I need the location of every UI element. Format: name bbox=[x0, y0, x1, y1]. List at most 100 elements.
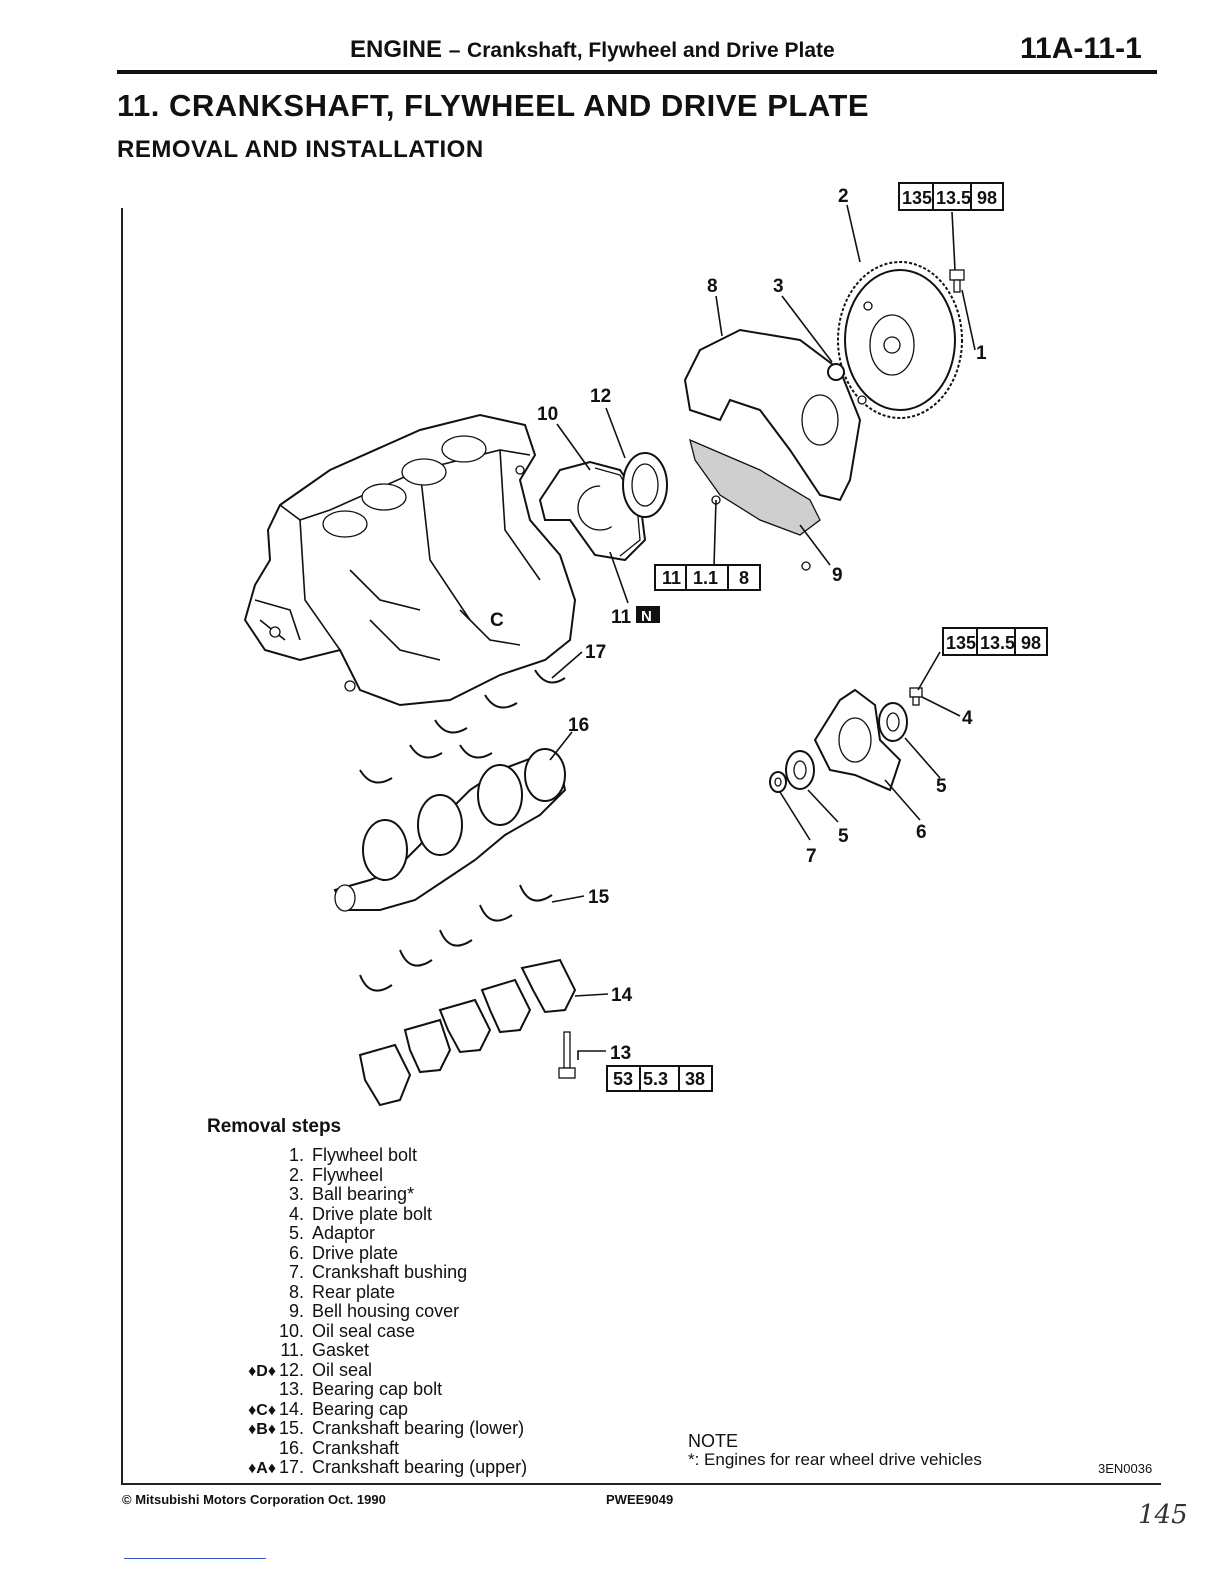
section-title: 11. CRANKSHAFT, FLYWHEEL AND DRIVE PLATE bbox=[117, 88, 870, 123]
step-text: Oil seal case bbox=[312, 1320, 416, 1341]
removal-step: 10. Oil seal case bbox=[200, 1321, 415, 1341]
handwritten-page-number: 145 bbox=[1138, 1500, 1188, 1530]
step-text: Bearing cap bbox=[312, 1398, 409, 1419]
header-rule bbox=[117, 70, 1157, 74]
step-mark: ♦C♦ bbox=[248, 1401, 276, 1419]
new-part-mark: N bbox=[641, 608, 652, 625]
drive-plate-bolt bbox=[909, 687, 923, 706]
step-number: 2. bbox=[288, 1164, 304, 1185]
step-number: 10. bbox=[278, 1320, 304, 1341]
step-text: Bell housing cover bbox=[312, 1301, 460, 1321]
step-text: Flywheel bbox=[312, 1164, 384, 1185]
callout-5b: 5 bbox=[838, 826, 849, 847]
torque-housing-nm: 11 bbox=[662, 568, 681, 588]
frame-left-rule bbox=[121, 208, 123, 1484]
step-text: Crankshaft bbox=[312, 1437, 400, 1458]
removal-step: 1. Flywheel bolt bbox=[200, 1145, 417, 1165]
step-mark: ♦B♦ bbox=[248, 1421, 276, 1438]
step-number: 16. bbox=[278, 1437, 304, 1458]
removal-step: 9. Bell housing cover bbox=[200, 1301, 459, 1321]
bearing-caps bbox=[358, 958, 577, 1107]
torque-driveplate-kgm: 13.5 bbox=[980, 633, 1015, 653]
flywheel bbox=[837, 261, 963, 419]
lower-bearings bbox=[359, 884, 553, 992]
flywheel-bolt bbox=[949, 269, 965, 293]
torque-housing-ftlb: 8 bbox=[739, 568, 749, 588]
step-mark: ♦D♦ bbox=[248, 1362, 276, 1380]
torque-flywheel-nm: 135 bbox=[902, 188, 932, 208]
torque-flywheel-ftlb: 98 bbox=[977, 188, 997, 208]
removal-step: 6.Drive plate bbox=[200, 1243, 398, 1263]
callout-4: 4 bbox=[962, 708, 973, 729]
step-number: 7. bbox=[288, 1262, 304, 1282]
callout-14: 14 bbox=[611, 985, 633, 1006]
step-number: 9. bbox=[288, 1301, 304, 1321]
step-number: 6. bbox=[288, 1242, 304, 1263]
callout-17: 17 bbox=[585, 642, 606, 663]
torque-driveplate-nm: 135 bbox=[946, 633, 976, 653]
removal-step: 4. Drive plate bolt bbox=[200, 1204, 432, 1224]
removal-step: ♦A♦17.Crankshaft bearing (upper) bbox=[200, 1457, 527, 1477]
step-number: 11. bbox=[280, 1340, 304, 1360]
callout-12: 12 bbox=[590, 386, 611, 407]
callout-11: 11 bbox=[611, 607, 632, 628]
step-number: 5. bbox=[288, 1223, 304, 1243]
removal-step: ♦B♦15. Crankshaft bearing (lower) bbox=[200, 1418, 524, 1438]
callout-6: 6 bbox=[916, 822, 927, 843]
note-text: *: Engines for rear wheel drive vehicles bbox=[688, 1450, 982, 1469]
callout-10: 10 bbox=[537, 404, 558, 425]
step-text: Flywheel bolt bbox=[312, 1145, 418, 1165]
step-number: 4. bbox=[288, 1203, 304, 1224]
removal-step: 7. Crankshaft bushing bbox=[200, 1262, 467, 1282]
torque-box-flywheel: 135 13.5 98 bbox=[898, 182, 1004, 211]
step-text: Adaptor bbox=[312, 1223, 376, 1243]
removal-step: 11. Gasket bbox=[200, 1340, 369, 1360]
section-subtitle: REMOVAL AND INSTALLATION bbox=[117, 136, 484, 163]
ball-bearing bbox=[827, 363, 845, 381]
callout-7: 7 bbox=[806, 846, 817, 867]
adaptor-rear bbox=[878, 702, 908, 742]
torque-box-housing: 11 1.1 8 bbox=[654, 564, 761, 591]
torque-box-capbolt: 53 5.3 38 bbox=[606, 1065, 713, 1092]
footer-publication: PWEE9049 bbox=[606, 1492, 674, 1507]
step-text: Rear plate bbox=[312, 1281, 396, 1302]
callout-5a: 5 bbox=[936, 776, 947, 797]
callout-1: 1 bbox=[976, 343, 987, 364]
step-text: Bearing cap bolt bbox=[312, 1379, 443, 1399]
callout-16: 16 bbox=[568, 715, 589, 736]
step-text: Crankshaft bearing (lower) bbox=[312, 1418, 525, 1438]
step-number: 15. bbox=[278, 1418, 304, 1438]
crankshaft-bushing bbox=[769, 771, 787, 793]
callout-13: 13 bbox=[610, 1043, 631, 1064]
header-topic: Crankshaft, Flywheel and Drive Plate bbox=[467, 39, 835, 62]
step-number: 12. bbox=[278, 1359, 304, 1380]
header-title: ENGINE – Crankshaft, Flywheel and Drive … bbox=[350, 36, 835, 64]
frame-bottom-rule bbox=[121, 1483, 1161, 1485]
removal-step: ♦D♦12.Oil seal bbox=[200, 1360, 372, 1380]
step-number: 1. bbox=[288, 1145, 304, 1165]
torque-flywheel-kgm: 13.5 bbox=[936, 188, 971, 208]
bell-housing-cover bbox=[689, 438, 821, 536]
adaptor-front bbox=[785, 750, 815, 790]
upper-bearings bbox=[359, 669, 566, 784]
step-text: Drive plate bolt bbox=[312, 1203, 433, 1224]
step-number: 17. bbox=[278, 1457, 304, 1477]
torque-housing-kgm: 1.1 bbox=[693, 568, 718, 588]
step-number: 3. bbox=[288, 1184, 304, 1204]
page-number: 11A-11-1 bbox=[1020, 32, 1142, 65]
step-text: Ball bearing* bbox=[312, 1184, 415, 1204]
removal-step: 13.Bearing cap bolt bbox=[200, 1379, 442, 1399]
note-heading: NOTE bbox=[688, 1431, 739, 1451]
callout-3: 3 bbox=[773, 276, 784, 297]
torque-box-driveplate: 135 13.5 98 bbox=[942, 627, 1048, 656]
torque-driveplate-ftlb: 98 bbox=[1021, 633, 1041, 653]
step-text: Crankshaft bushing bbox=[312, 1262, 468, 1282]
step-text: Gasket bbox=[312, 1340, 370, 1360]
bearing-cap-bolt bbox=[558, 1031, 576, 1079]
callout-8: 8 bbox=[707, 276, 718, 297]
torque-capbolt-nm: 53 bbox=[613, 1069, 633, 1089]
step-number: 8. bbox=[288, 1281, 304, 1302]
header-section: ENGINE bbox=[350, 36, 443, 63]
torque-capbolt-ftlb: 38 bbox=[685, 1069, 705, 1089]
removal-step: 5. Adaptor bbox=[200, 1223, 375, 1243]
